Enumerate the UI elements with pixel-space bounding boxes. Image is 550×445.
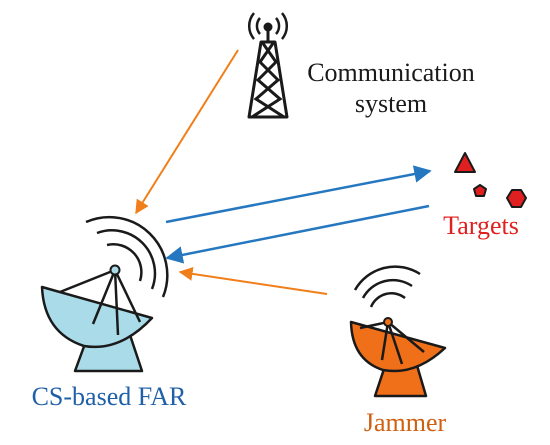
radar-dish-icon: [40, 215, 169, 373]
targets-label: Targets: [443, 211, 519, 240]
echo-arrow: [165, 204, 430, 264]
comm-interference-arrow: [135, 49, 239, 215]
target-shapes-icon: [454, 152, 527, 208]
jammer-dish-icon: [349, 265, 447, 398]
jamming-arrow: [178, 266, 328, 295]
transmit-arrow: [165, 165, 432, 224]
jammer-label: Jammer: [364, 408, 447, 437]
comm-label-line2: system: [355, 89, 427, 118]
comm-label-line1: Communication: [307, 58, 475, 87]
radar-label: CS-based FAR: [32, 382, 187, 411]
communication-tower-icon: [247, 12, 289, 119]
